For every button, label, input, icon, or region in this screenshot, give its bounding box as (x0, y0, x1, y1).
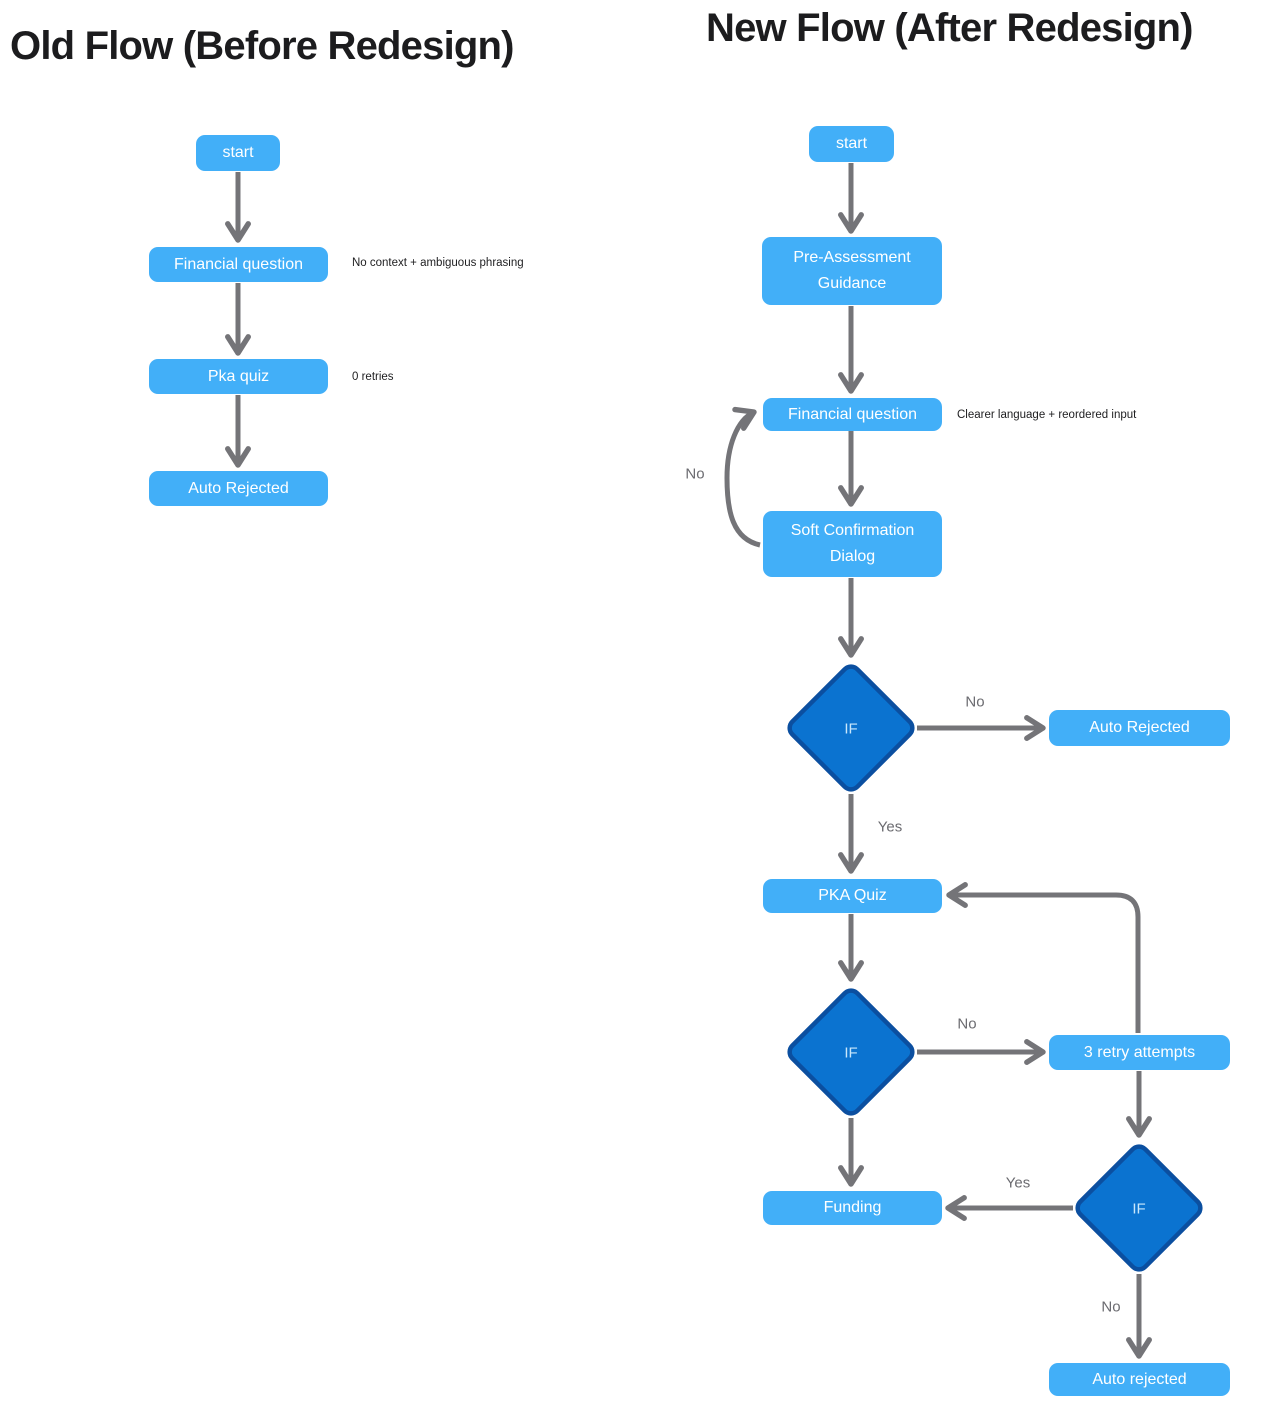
node-auto-rejected-new-bottom: Auto rejected (1049, 1363, 1230, 1396)
decision-if3-label: IF (1132, 1200, 1146, 1218)
edge-label-if3-no: No (1101, 1298, 1121, 1316)
decision-if2-label: IF (844, 1044, 858, 1062)
edge-label-if2-no: No (957, 1015, 977, 1033)
annotation-financial-new: Clearer language + reordered input (957, 409, 1137, 421)
new-flow-title: New Flow (After Redesign) (706, 6, 1194, 50)
node-pka-quiz-new: PKA Quiz (763, 879, 942, 913)
annotation-pka-old: 0 retries (352, 371, 394, 383)
edge-label-loop-no: No (685, 465, 705, 483)
edge-label-if1-no: No (965, 693, 985, 711)
node-pre-assessment-guidance: Pre-Assessment Guidance (762, 237, 942, 305)
node-funding: Funding (763, 1191, 942, 1225)
edge-label-if3-yes: Yes (1005, 1174, 1031, 1192)
node-auto-rejected-new-top: Auto Rejected (1049, 710, 1230, 746)
decision-if3-shape (1075, 1144, 1203, 1272)
decision-if1-shape (787, 664, 915, 792)
node-financial-question-new: Financial question (763, 398, 942, 431)
node-3-retry-attempts: 3 retry attempts (1049, 1035, 1230, 1070)
annotation-financial-old: No context + ambiguous phrasing (352, 257, 524, 269)
edge-soft-confirmation-no-loop (724, 406, 761, 548)
edge-retry-to-pka-quiz-loop (946, 882, 1141, 1033)
decision-if2-shape (787, 988, 915, 1116)
node-soft-confirmation-dialog: Soft Confirmation Dialog (763, 511, 942, 577)
old-flow-title: Old Flow (Before Redesign) (10, 24, 514, 68)
node-start-new: start (809, 126, 894, 162)
node-auto-rejected-old: Auto Rejected (149, 471, 328, 506)
edge-label-if1-yes: Yes (877, 818, 903, 836)
node-start-old: start (196, 135, 280, 171)
node-financial-question-old: Financial question (149, 247, 328, 282)
node-pka-quiz-old: Pka quiz (149, 359, 328, 394)
decision-if1-label: IF (844, 720, 858, 738)
